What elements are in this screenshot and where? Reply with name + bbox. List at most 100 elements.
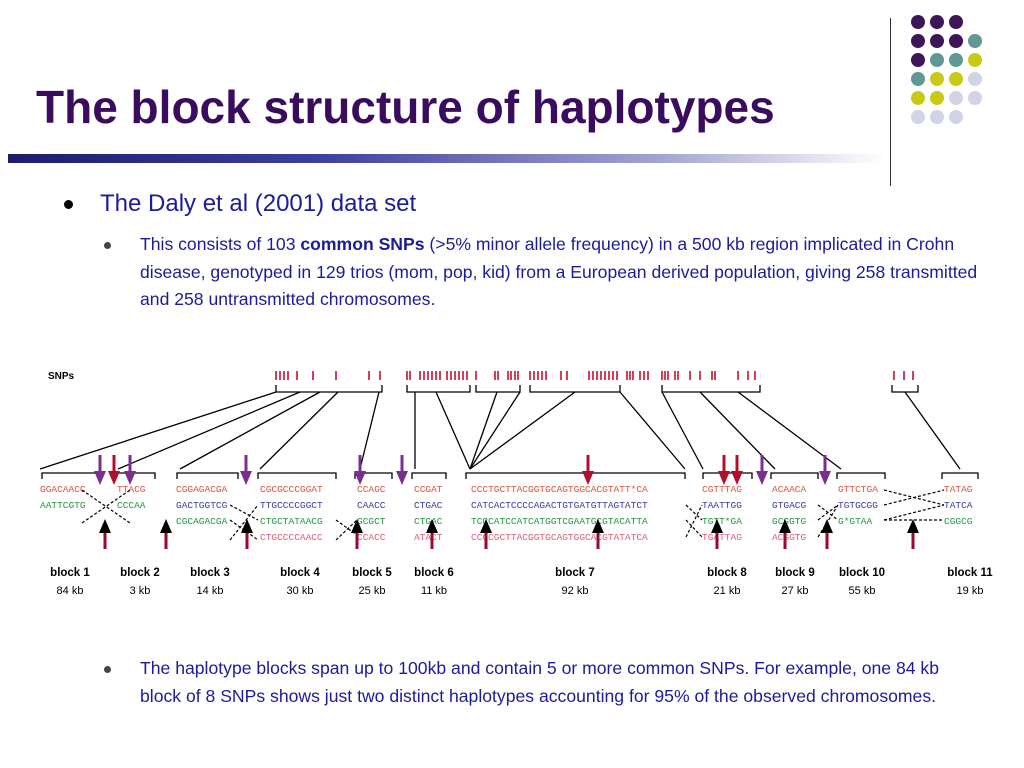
- connector-line: [39, 391, 277, 470]
- crossover-dash: [685, 519, 703, 538]
- haplotype-sequence: CTGCCCCAACC: [260, 532, 323, 543]
- connector-line: [117, 391, 301, 470]
- snp-arrow-head: [396, 471, 408, 485]
- haplotype-sequence: TGTT*GA: [702, 516, 742, 527]
- haplotype-sequence: CAACC: [357, 500, 386, 511]
- haplotype-sequence: TATAG: [944, 484, 973, 495]
- block-bracket: [41, 472, 101, 479]
- decor-dot: [968, 53, 982, 67]
- haplotype-sequence: TGTGCGG: [838, 500, 878, 511]
- decor-dot: [911, 91, 925, 105]
- crossover-dash: [685, 504, 703, 521]
- tag-snp-arrow-head: [907, 519, 919, 533]
- decor-dot: [930, 53, 944, 67]
- haplotype-sequence: TTACG: [117, 484, 146, 495]
- block-label: block 1: [50, 567, 90, 579]
- haplotype-sequence: CCCAA: [117, 500, 146, 511]
- snp-arrow-head: [124, 471, 136, 485]
- connector-line: [904, 391, 961, 470]
- snp-arrow-head: [354, 471, 366, 485]
- text-part: This consists of 103: [140, 234, 301, 254]
- block-label: block 4: [280, 567, 320, 579]
- haplotype-sequence: AATTCGTG: [40, 500, 86, 511]
- tag-snp-arrow-head: [160, 519, 172, 533]
- haplotype-sequence: GGACAACC: [40, 484, 86, 495]
- block-bracket: [176, 472, 239, 479]
- haplotype-sequence: CCACC: [357, 532, 386, 543]
- decor-dot: [949, 110, 963, 124]
- decor-dot: [968, 72, 982, 86]
- block-size: 14 kb: [197, 585, 224, 597]
- block-label: block 3: [190, 567, 230, 579]
- block-bracket: [257, 472, 337, 479]
- haplotype-sequence: CTGAC: [414, 500, 443, 511]
- crossover-dash: [883, 489, 945, 506]
- block-bracket: [354, 472, 393, 479]
- decor-dot: [949, 15, 963, 29]
- block-label: block 10: [839, 567, 885, 579]
- sub-bullet-dot: [104, 666, 111, 673]
- snp-group-bracket: [891, 385, 919, 393]
- haplotype-sequence: CCGAT: [414, 484, 443, 495]
- block-size: 19 kb: [957, 585, 984, 597]
- block-bracket: [411, 472, 447, 479]
- haplotype-sequence: TAATTGG: [702, 500, 742, 511]
- decor-dot: [949, 53, 963, 67]
- block-bracket: [114, 472, 156, 479]
- block-size: 27 kb: [782, 585, 809, 597]
- tag-snp-arrow-head: [99, 519, 111, 533]
- tag-snp-arrow-head: [779, 519, 791, 533]
- connector-line: [619, 391, 686, 470]
- haplotype-sequence: TATCA: [944, 500, 973, 511]
- block-bracket: [770, 472, 819, 479]
- haplotype-sequence: CTGCTATAACG: [260, 516, 323, 527]
- haplotype-sequence: CGCAGACGA: [176, 516, 228, 527]
- snp-arrow-head: [731, 471, 743, 485]
- block-size: 11 kb: [421, 585, 447, 597]
- snp-group-bracket: [275, 385, 383, 393]
- tag-snp-arrow-head: [592, 519, 604, 533]
- crossover-dash: [229, 504, 259, 521]
- decorative-dot-grid: [911, 15, 982, 124]
- haplotype-sequence: CGTTTAG: [702, 484, 742, 495]
- block-size: 3 kb: [130, 585, 151, 597]
- snp-group-bracket: [529, 385, 621, 393]
- crossover-dash: [685, 504, 703, 538]
- haplotype-sequence: CCCTGCTTACGGTGCAGTGGCACGTATT*CA: [471, 484, 648, 495]
- connector-line: [359, 391, 380, 470]
- decor-dot: [930, 91, 944, 105]
- tag-snp-arrow-head: [480, 519, 492, 533]
- sub-bullet-text: This consists of 103 common SNPs (>5% mi…: [140, 231, 980, 314]
- haplotype-sequence: CCCCGCTTACGGTGCAGTGGCACGTATATCA: [471, 532, 648, 543]
- block-label: block 9: [775, 567, 815, 579]
- haplotype-sequence: GTGACG: [772, 500, 807, 511]
- decor-dot: [930, 110, 944, 124]
- snp-arrow-head: [718, 471, 730, 485]
- crossover-dash: [883, 504, 945, 521]
- haplotype-sequence: TCCCATCCATCATGGTCGAATGCGTACATTA: [471, 516, 648, 527]
- title-underline: [8, 154, 886, 163]
- block-label: block 7: [555, 567, 595, 579]
- block-size: 84 kb: [57, 585, 84, 597]
- block-size: 30 kb: [287, 585, 314, 597]
- decor-dot: [949, 72, 963, 86]
- text-part: (>5% minor allele frequency) in a 500 kb…: [140, 234, 978, 309]
- bullet-text: The Daly et al (2001) data set: [100, 190, 417, 217]
- snp-arrow-head: [819, 471, 831, 485]
- tag-snp-arrow-head: [426, 519, 438, 533]
- snp-arrow-head: [582, 471, 594, 485]
- block-label: block 8: [707, 567, 747, 579]
- crossover-dash: [817, 504, 839, 521]
- block-label: block 2: [120, 567, 160, 579]
- sub-bullet-dot: [104, 242, 111, 249]
- snp-arrow-head: [94, 471, 106, 485]
- connector-line: [469, 391, 498, 470]
- haplotype-sequence: CCAGC: [357, 484, 386, 495]
- snps-label: SNPs: [48, 371, 75, 382]
- block-label: block 6: [414, 567, 454, 579]
- decor-dot: [930, 34, 944, 48]
- decor-dot: [911, 53, 925, 67]
- decor-dot: [930, 15, 944, 29]
- connector-line: [179, 391, 321, 470]
